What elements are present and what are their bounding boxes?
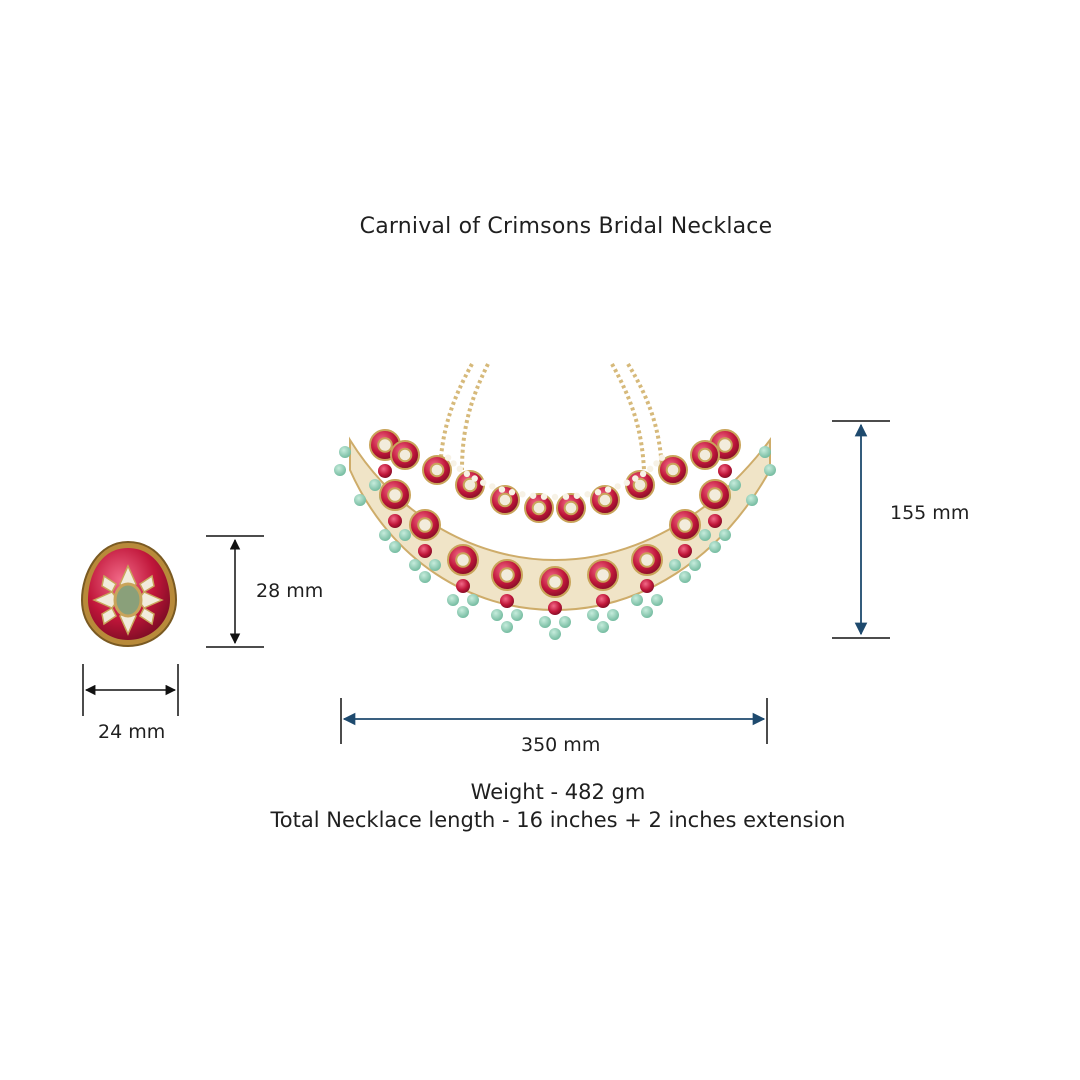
length-text: Total Necklace length - 16 inches + 2 in… (270, 808, 846, 832)
ring-height-label: 28 mm (256, 580, 324, 602)
ring-width-label: 24 mm (98, 721, 166, 743)
ring-height-dimension (206, 535, 264, 648)
necklace-height-label: 155 mm (890, 502, 970, 524)
necklace-width-dimension (340, 698, 768, 744)
ring-image (80, 540, 178, 648)
product-title: Carnival of Crimsons Bridal Necklace (359, 214, 773, 239)
weight-text: Weight - 482 gm (470, 780, 646, 804)
ring-width-dimension (82, 664, 179, 716)
necklace-height-dimension (832, 420, 890, 639)
necklace-width-label: 350 mm (521, 734, 601, 756)
necklace-image (334, 362, 776, 640)
